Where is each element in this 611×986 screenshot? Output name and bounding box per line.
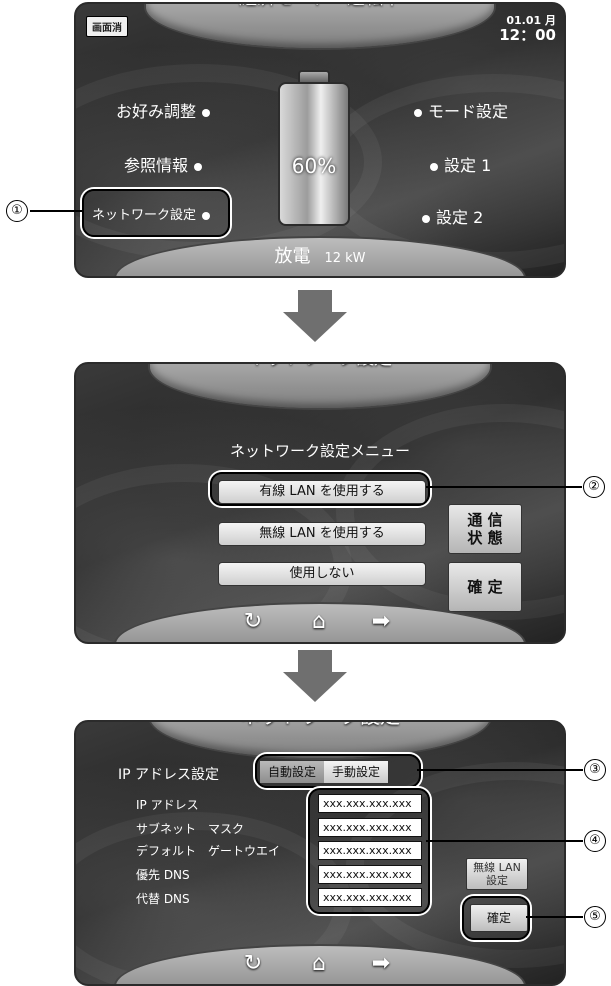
dot-icon xyxy=(414,108,422,117)
network-settings-screen: ネットワーク設定 IP アドレス設定 自動設定 手動設定 IP アドレス サブネ… xyxy=(74,720,566,986)
down-arrow-icon xyxy=(283,290,347,342)
menu-reference-info[interactable]: 参照情報 xyxy=(124,152,208,176)
menu-preference[interactable]: お好み調整 xyxy=(116,98,216,122)
menu-network-settings[interactable]: ネットワーク設定 xyxy=(92,204,216,223)
clock: 01.01 月 12：00 xyxy=(499,14,556,44)
main-screen: 経済モード 運転中 画面消 01.01 月 12：00 お好み調整 参照情報 ネ… xyxy=(74,2,566,278)
callout-number-2: ② xyxy=(583,476,605,498)
screen-off-button[interactable]: 画面消 xyxy=(86,16,128,37)
ip-address-field[interactable]: xxx.xxx.xxx.xxx xyxy=(318,794,422,813)
auto-setting-button[interactable]: 自動設定 xyxy=(260,761,325,783)
menu-label: ネットワーク設定 xyxy=(92,208,197,223)
wireless-lan-settings-button[interactable]: 無線 LAN 設定 xyxy=(466,858,528,890)
field-label: デフォルト ゲートウエイ xyxy=(136,844,281,858)
dot-icon xyxy=(194,162,203,171)
title-bar: ネットワーク設定 xyxy=(148,364,492,410)
confirm-button[interactable]: 確定 xyxy=(470,904,528,932)
menu-label: お好み調整 xyxy=(116,102,197,121)
network-menu-screen: ネットワーク設定 ネットワーク設定メニュー 有線 LAN を使用する 無線 LA… xyxy=(74,362,566,644)
field-label: IP アドレス xyxy=(136,798,199,812)
home-icon[interactable]: ⌂ xyxy=(312,951,326,976)
date-display: 01.01 月 xyxy=(506,14,556,27)
menu-label: モード設定 xyxy=(428,102,509,121)
field-label: 代替 DNS xyxy=(136,892,190,906)
dot-icon xyxy=(422,214,430,223)
ip-setting-label: IP アドレス設定 xyxy=(118,767,220,783)
down-arrow-icon xyxy=(283,650,347,702)
menu-label: 設定 1 xyxy=(444,156,492,175)
discharge-status: 放電 12 kW xyxy=(76,242,564,268)
dot-icon xyxy=(430,162,438,171)
title-bar: 経済モード 運転中 xyxy=(144,4,496,50)
default-gateway-field[interactable]: xxx.xxx.xxx.xxx xyxy=(318,841,422,860)
next-arrow-icon[interactable]: ➡ xyxy=(371,951,391,976)
leader-line xyxy=(417,769,583,771)
callout-number-5: ⑤ xyxy=(584,906,606,928)
ip-mode-toggle: 自動設定 手動設定 xyxy=(259,760,390,784)
field-label: サブネット マスク xyxy=(136,822,245,836)
primary-dns-field[interactable]: xxx.xxx.xxx.xxx xyxy=(318,865,422,884)
leader-line xyxy=(426,840,583,842)
menu-label: 参照情報 xyxy=(124,156,189,175)
page-title: ネットワーク設定 xyxy=(150,722,490,729)
wireless-lan-button[interactable]: 無線 LAN を使用する xyxy=(218,522,426,546)
next-arrow-icon[interactable]: ➡ xyxy=(371,609,391,634)
leader-line xyxy=(526,916,583,918)
leader-line xyxy=(426,486,582,488)
dot-icon xyxy=(202,211,211,220)
power-value: 12 kW xyxy=(324,251,366,266)
time-display: 12：00 xyxy=(499,26,556,44)
callout-number-3: ③ xyxy=(584,759,606,781)
secondary-dns-field[interactable]: xxx.xxx.xxx.xxx xyxy=(318,888,422,907)
refresh-icon[interactable]: ↻ xyxy=(243,609,263,634)
menu-settings-2[interactable]: 設定 2 xyxy=(416,204,483,228)
callout-frame-4 xyxy=(308,788,430,914)
menu-label: 設定 2 xyxy=(436,208,484,227)
no-network-button[interactable]: 使用しない xyxy=(218,562,426,586)
manual-setting-button[interactable]: 手動設定 xyxy=(324,761,389,783)
confirm-button[interactable]: 確 定 xyxy=(448,562,522,612)
dot-icon xyxy=(202,108,211,117)
callout-frame-1 xyxy=(82,189,230,237)
callout-frame-5 xyxy=(462,896,530,940)
callout-frame-2 xyxy=(210,472,430,506)
leader-line xyxy=(30,210,82,212)
home-icon[interactable]: ⌂ xyxy=(312,609,326,634)
refresh-icon[interactable]: ↻ xyxy=(243,951,263,976)
battery-percent: 60% xyxy=(291,154,337,178)
menu-mode-settings[interactable]: モード設定 xyxy=(408,98,508,122)
communication-status-button[interactable]: 通 信 状 態 xyxy=(448,504,522,554)
menu-heading: ネットワーク設定メニュー xyxy=(229,442,410,460)
mode-status-title: 経済モード 運転中 xyxy=(146,4,494,10)
page-title: ネットワーク設定 xyxy=(150,364,490,370)
battery-icon xyxy=(278,82,350,226)
callout-number-4: ④ xyxy=(584,830,606,852)
status-text: 放電 xyxy=(274,246,311,267)
wired-lan-button[interactable]: 有線 LAN を使用する xyxy=(218,480,426,504)
callout-number-1: ① xyxy=(6,200,28,222)
menu-settings-1[interactable]: 設定 1 xyxy=(424,152,491,176)
field-label: 優先 DNS xyxy=(136,868,190,882)
subnet-mask-field[interactable]: xxx.xxx.xxx.xxx xyxy=(318,818,422,837)
callout-frame-3 xyxy=(255,754,421,788)
